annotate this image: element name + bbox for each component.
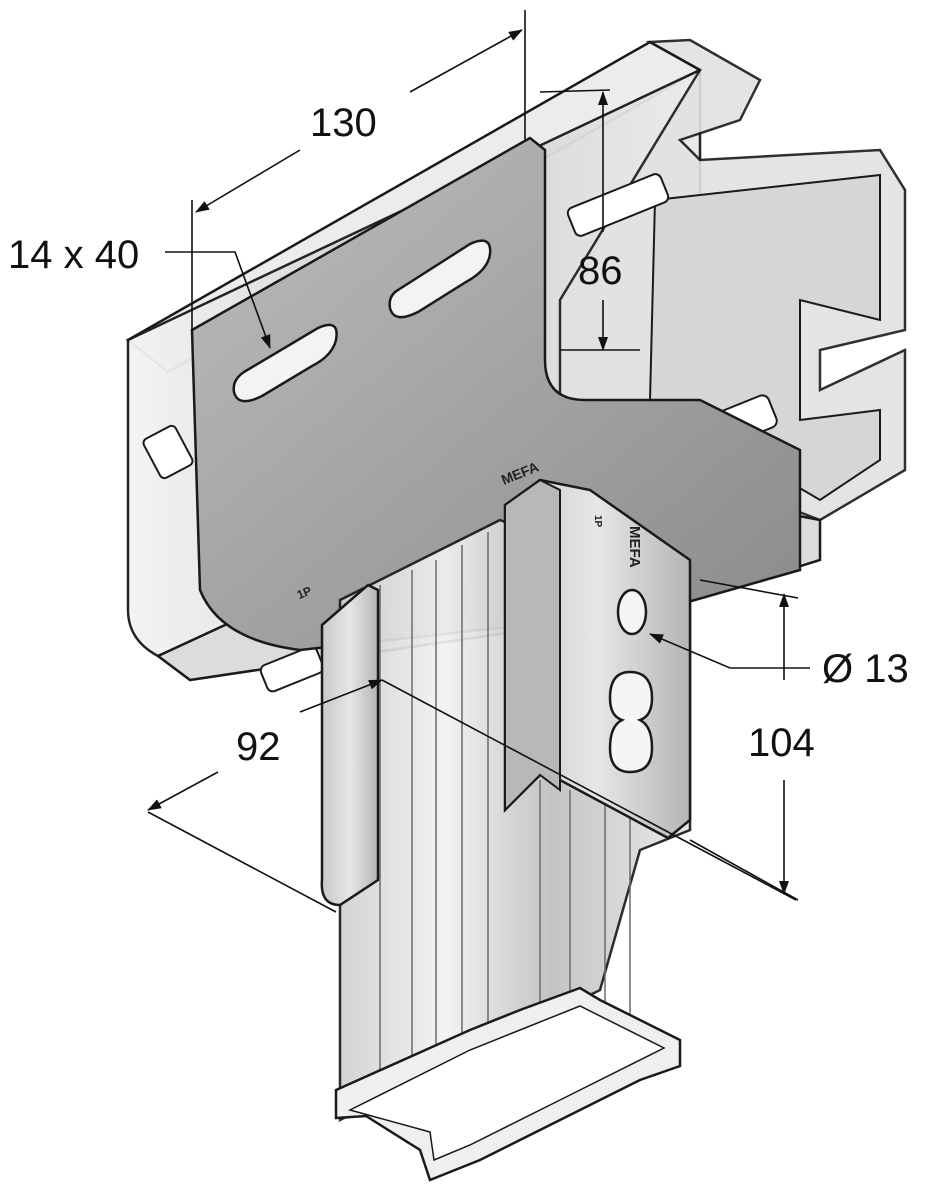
stamp-brand-side: MEFA xyxy=(626,526,643,568)
left-clamp-tab xyxy=(320,583,380,907)
label-14x40: 14 x 40 xyxy=(8,233,139,277)
label-92: 92 xyxy=(236,725,281,769)
dim-86-ext-top xyxy=(539,89,611,93)
dim-130-line-a xyxy=(195,149,301,213)
plate-slot-1 xyxy=(232,323,338,403)
dim-130-line-b xyxy=(409,29,523,93)
figure-eight-slot xyxy=(608,670,654,774)
label-86: 86 xyxy=(578,249,623,293)
dim-92-line-a xyxy=(299,679,383,713)
plate-face xyxy=(190,136,802,652)
rail-slot xyxy=(142,424,194,480)
dim-92-line-b xyxy=(147,771,219,811)
rail-slot xyxy=(566,173,670,237)
dim-92-ext-left xyxy=(147,811,337,913)
dim-slot-leader xyxy=(165,251,271,349)
post-end-inner xyxy=(347,1005,666,1162)
dim-104-ext-bottom xyxy=(689,839,799,901)
rail-slot xyxy=(259,645,325,693)
plate-slot-2 xyxy=(388,239,492,319)
right-clamp-tab: MEFA 1P xyxy=(503,478,692,840)
stamp-code-side: 1P xyxy=(592,515,603,528)
label-hole-13: Ø 13 xyxy=(822,647,909,691)
right-tab-side xyxy=(504,478,561,813)
stamp-code-left: 1P xyxy=(295,584,314,602)
hole-13 xyxy=(616,588,648,636)
label-104: 104 xyxy=(748,721,815,765)
dim-92-ext-right xyxy=(381,679,797,901)
mounting-plate: MEFA 1P xyxy=(190,136,802,652)
label-130: 130 xyxy=(310,101,377,145)
left-tab-face xyxy=(320,583,380,907)
dimension-lines xyxy=(147,10,810,913)
